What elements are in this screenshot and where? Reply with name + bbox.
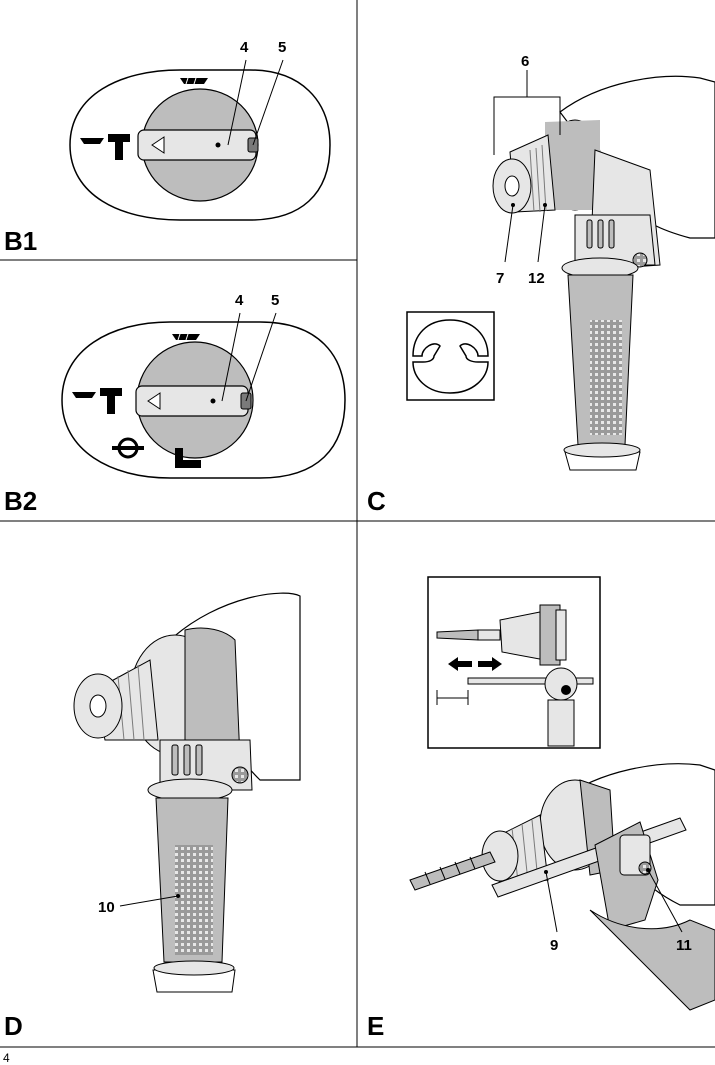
panel-b1: 4 5 B1: [4, 39, 330, 256]
e-drill-bit: [410, 852, 495, 890]
b2-panel-label: B2: [4, 486, 37, 516]
panel-e: 9 11 E: [367, 577, 715, 1041]
b2-callout-5: 5: [271, 292, 279, 309]
c-callout-12: 12: [528, 270, 545, 287]
c-callout-6: 6: [521, 53, 529, 70]
b1-callout-4: 4: [240, 39, 249, 56]
e-panel-label: E: [367, 1011, 384, 1041]
b1-panel-label: B1: [4, 226, 37, 256]
e-side-handle: [590, 910, 715, 1010]
panel-c: 6 7 12 C: [367, 53, 715, 516]
e-callout-9: 9: [550, 937, 558, 954]
panel-b2: 4 5 B2: [4, 292, 345, 516]
d-panel-label: D: [4, 1011, 23, 1041]
c-callout-7: 7: [496, 270, 504, 287]
b2-drill-mode-icon: [172, 334, 200, 340]
b2-callout-4: 4: [235, 292, 244, 309]
b1-callout-5: 5: [278, 39, 286, 56]
panel-d: 10 D: [4, 593, 300, 1041]
d-callout-10: 10: [98, 899, 115, 916]
e-inset-drill-bit: [437, 630, 500, 640]
b1-drill-mode-icon: [180, 78, 208, 84]
c-panel-label: C: [367, 486, 386, 516]
e-callout-11: 11: [676, 937, 692, 954]
page-number: 4: [3, 1051, 10, 1065]
